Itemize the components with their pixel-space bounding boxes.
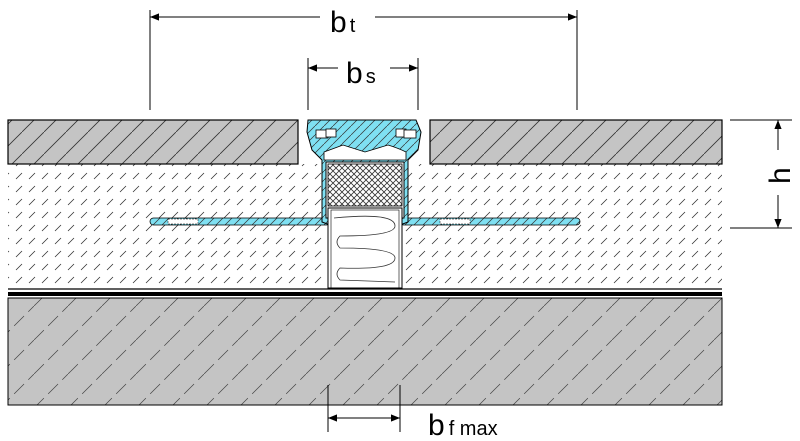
bt-subscript: t: [350, 15, 356, 37]
bfmax-label: b: [428, 409, 445, 441]
svg-text:bt: bt: [330, 6, 356, 39]
bs-label: b: [346, 57, 363, 90]
bfmax-subscript: f max: [449, 418, 498, 440]
svg-text:bs: bs: [346, 57, 376, 90]
h-label: h: [764, 167, 797, 184]
profile-groove: [323, 144, 407, 161]
tile-left: [7, 119, 299, 165]
dimension-h: h: [730, 119, 797, 229]
membrane-layer: [8, 288, 722, 296]
bt-label: b: [330, 6, 347, 39]
profile-clips: [315, 128, 417, 139]
tile-right: [429, 119, 723, 165]
svg-text:bf max: bf max: [428, 409, 498, 441]
concrete-substrate: [7, 297, 723, 406]
foam-backer: [327, 207, 403, 289]
compressible-insert: [327, 163, 403, 207]
bs-subscript: s: [366, 66, 376, 88]
